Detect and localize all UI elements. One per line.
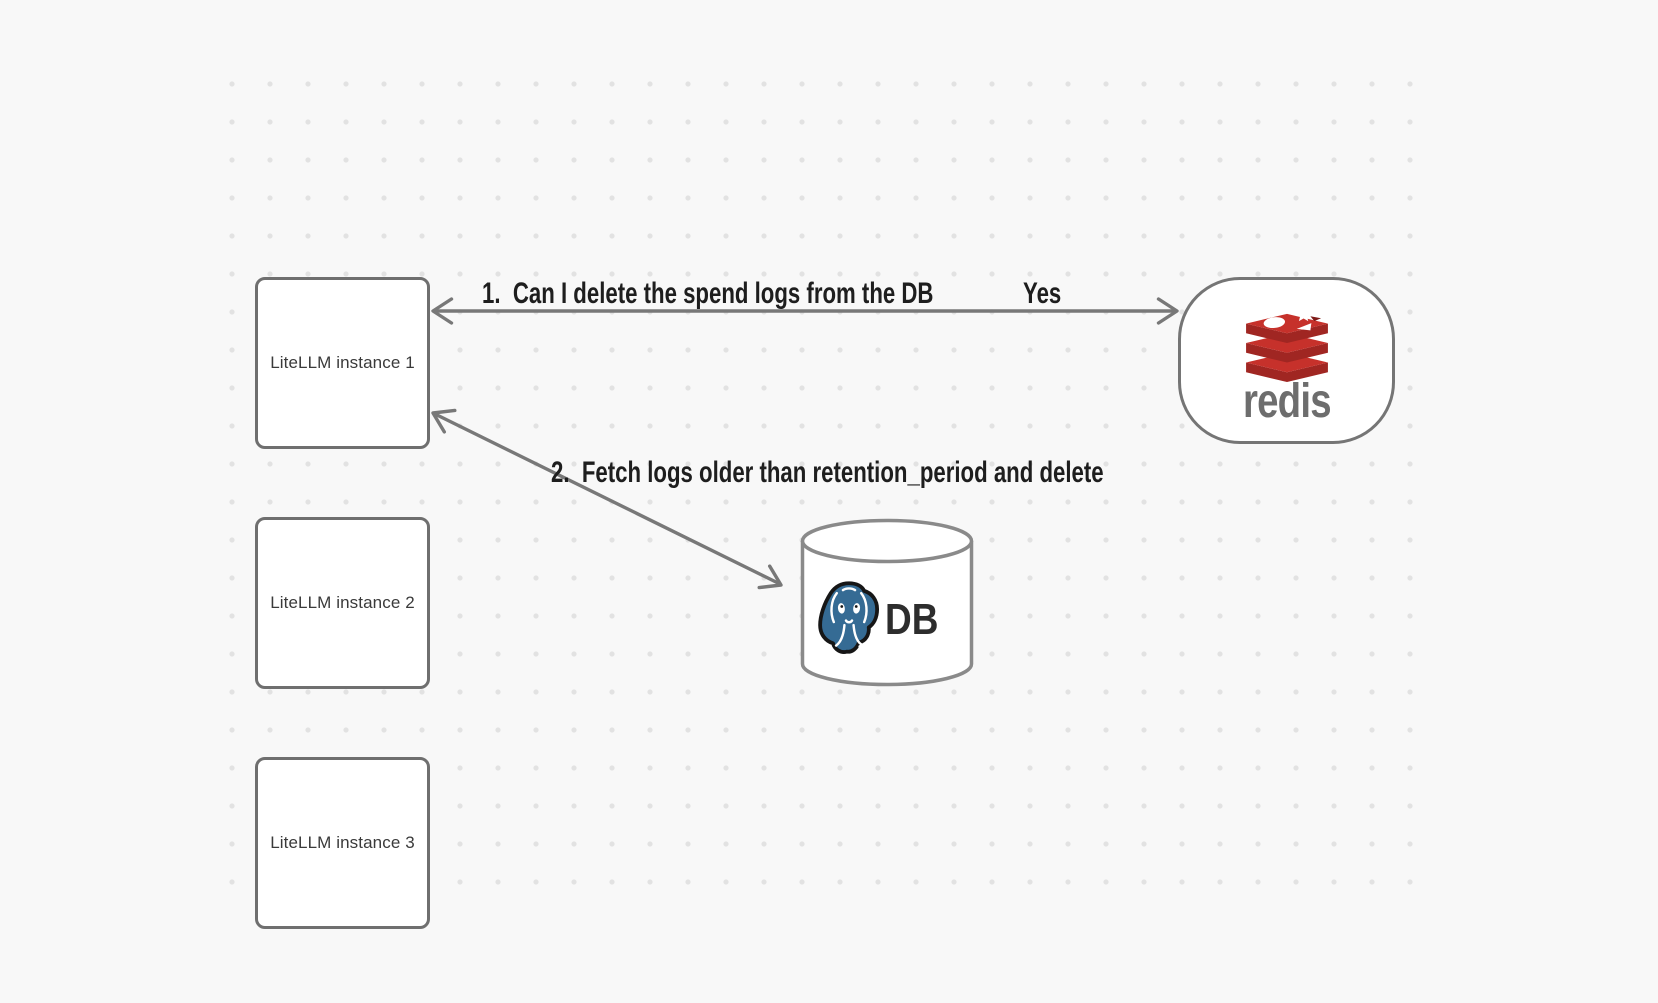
node-litellm-1-label: LiteLLM instance 1 (270, 353, 415, 372)
node-litellm-3-label: LiteLLM instance 3 (270, 833, 415, 852)
arrow-label-step-1: 1. Can I delete the spend logs from the … (482, 277, 934, 310)
node-litellm-instance-3: LiteLLM instance 3 (255, 757, 430, 929)
node-litellm-instance-2: LiteLLM instance 2 (255, 517, 430, 689)
arrow-label-yes: Yes (1023, 277, 1062, 310)
redis-wordmark: redis (1242, 375, 1332, 428)
node-redis: redis (1178, 277, 1395, 444)
redis-stack-icon (1245, 307, 1328, 383)
redis-cone-icon (1296, 323, 1311, 331)
node-db: DB (799, 518, 975, 687)
redis-star-icon (1295, 307, 1311, 322)
node-litellm-2-label: LiteLLM instance 2 (270, 593, 415, 612)
redis-notch-icon (1309, 316, 1321, 322)
node-litellm-instance-1: LiteLLM instance 1 (255, 277, 430, 449)
postgres-elephant-icon (818, 581, 880, 654)
arrow-label-step-2: 2. Fetch logs older than retention_perio… (551, 456, 1104, 489)
db-label: DB (885, 595, 939, 644)
